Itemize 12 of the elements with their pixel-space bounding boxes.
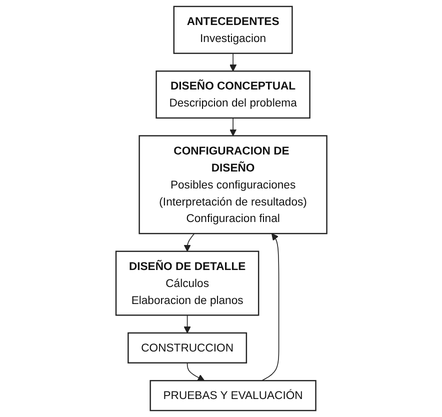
arrow [186,362,204,381]
node-box: ANTECEDENTES Investigacion [172,6,292,54]
node-box: CONFIGURACION DE DISEÑO Posibles configuraciones (Interpretación de resultados) Configuracion final [138,135,327,234]
node-box: DISEÑO CONCEPTUAL Descripcion del problema [155,70,310,119]
node-box: PRUEBAS Y EVALUACIÓN [149,380,316,412]
arrow [260,233,279,382]
node-box: CONSTRUCCION [127,332,247,364]
arrow [229,52,236,72]
arrow [229,118,236,136]
node-box: DISEÑO DE DETALLE Cálculos Elaboracion de planos [115,250,259,316]
arrow [183,314,190,334]
arrow [183,233,194,252]
